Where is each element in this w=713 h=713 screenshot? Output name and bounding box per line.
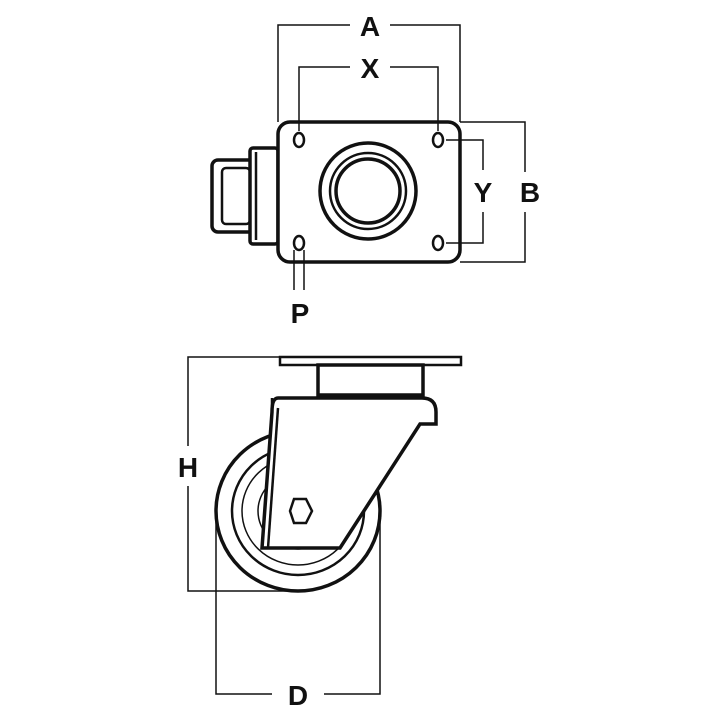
dimension-a: A (277, 11, 461, 122)
dimension-a-right-line (390, 24, 461, 122)
raceway-middle (328, 151, 408, 231)
dimension-d-right-line (324, 511, 381, 695)
dimension-x-left-line (298, 66, 350, 131)
dimension-d-label: D (288, 680, 308, 711)
raceway-inner (334, 157, 402, 225)
dimension-h: H (178, 356, 298, 592)
bolt-hole-bottom-right (431, 234, 445, 252)
dimension-y-upper-line (446, 139, 484, 170)
dimension-h-upper-line (187, 356, 280, 446)
dimension-y-label: Y (474, 177, 493, 208)
dimension-b: B (460, 121, 540, 263)
fork-leg-side (260, 396, 438, 550)
dimension-x-right-line (390, 66, 439, 131)
swivel-head (316, 363, 425, 397)
dimension-p: P (291, 250, 310, 329)
dimension-b-upper-line (460, 121, 526, 172)
dimension-d: D (215, 511, 381, 711)
dimension-y-lower-line (446, 212, 484, 244)
dimension-d-left-line (215, 511, 272, 695)
raceway-outer (318, 141, 418, 241)
dimension-b-lower-line (460, 212, 526, 263)
side-view: H D (178, 355, 463, 711)
bolt-hole-top-right (431, 131, 445, 149)
dimension-a-label: A (360, 11, 380, 42)
dimension-h-label: H (178, 452, 198, 483)
bolt-hole-top-left (292, 131, 306, 149)
dimension-a-left-line (277, 24, 350, 122)
dimension-x: X (298, 53, 439, 131)
mounting-plate-top (276, 120, 462, 264)
dimension-x-label: X (361, 53, 380, 84)
top-view-wheel (210, 146, 280, 246)
dimension-p-label: P (291, 298, 310, 329)
bolt-hole-bottom-left (292, 234, 306, 252)
dimension-b-label: B (520, 177, 540, 208)
fork-leg-edge (266, 407, 280, 549)
dimension-h-lower-line (187, 486, 298, 592)
axle-bolt-hex (288, 497, 314, 525)
dimension-y: Y (446, 139, 493, 244)
top-view: A X Y B P (210, 11, 540, 329)
fork-top (248, 146, 280, 246)
